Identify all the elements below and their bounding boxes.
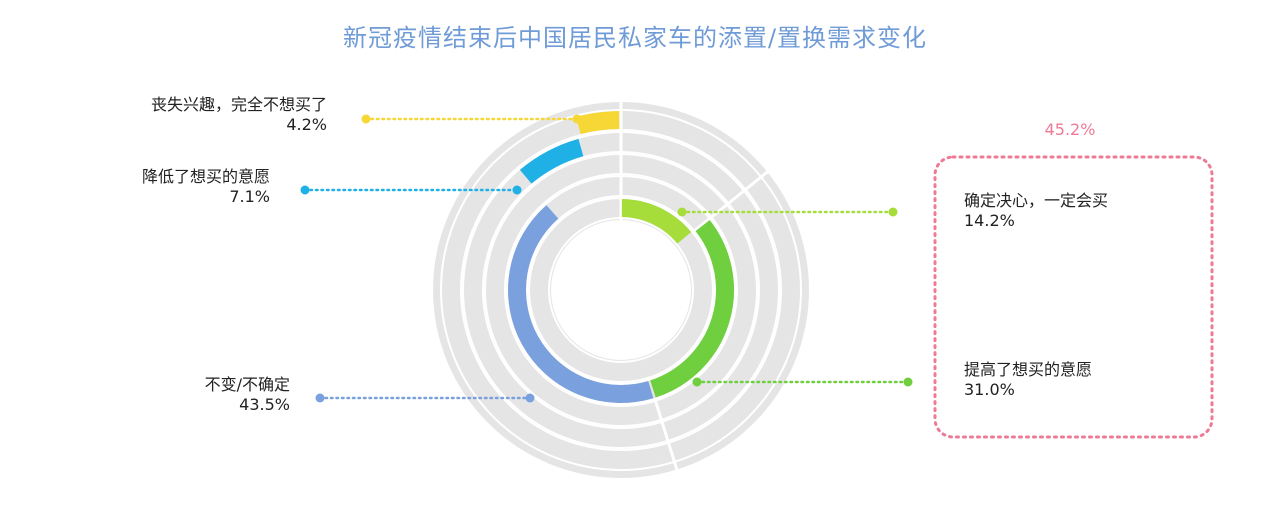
leader-unchanged-end-dot <box>525 393 535 403</box>
label-lower-intent-value: 7.1% <box>229 187 270 206</box>
label-lost-interest-name: 丧失兴趣，完全不想买了 <box>150 95 327 114</box>
label-unchanged: 不变/不确定 43.5% <box>205 375 290 415</box>
bar-lower-intent <box>519 138 584 184</box>
label-higher-intent: 提高了想买的意愿 31.0% <box>964 360 1092 400</box>
leader-lost-interest-end-dot <box>572 114 582 124</box>
label-higher-intent-name: 提高了想买的意愿 <box>964 360 1093 379</box>
label-lower-intent-name: 降低了想买的意愿 <box>141 167 270 186</box>
leader-determined-end-dot <box>888 207 898 217</box>
chart-center-hole <box>551 220 691 360</box>
group-total-label: 45.2% <box>1044 120 1096 139</box>
label-lower-intent: 降低了想买的意愿 7.1% <box>142 167 270 207</box>
leader-unchanged-start-dot <box>315 393 325 403</box>
radial-bars <box>508 111 734 403</box>
label-determined: 确定决心，一定会买 14.2% <box>964 191 1108 231</box>
segment-separator-1 <box>693 170 769 233</box>
label-lost-interest-value: 4.2% <box>286 115 327 134</box>
ring-separators <box>619 102 769 470</box>
bar-higher-intent <box>650 220 734 398</box>
leader-lower-intent-start-dot <box>300 185 310 195</box>
group-box <box>933 155 1214 439</box>
label-determined-name: 确定决心，一定会买 <box>964 191 1109 210</box>
chart-title: 新冠疫情结束后中国居民私家车的添置/置换需求变化 <box>342 24 928 52</box>
leader-higher-intent-start-dot <box>692 377 702 387</box>
label-lost-interest: 丧失兴趣，完全不想买了 4.2% <box>151 95 327 135</box>
label-higher-intent-value: 31.0% <box>964 380 1015 399</box>
leader-higher-intent-end-dot <box>903 377 913 387</box>
leader-lower-intent-end-dot <box>512 185 522 195</box>
bar-determined <box>621 199 692 244</box>
leader-lines <box>300 114 913 403</box>
label-unchanged-value: 43.5% <box>239 395 290 414</box>
label-unchanged-name: 不变/不确定 <box>204 375 290 394</box>
leader-lost-interest-start-dot <box>361 114 371 124</box>
bar-unchanged <box>508 205 654 403</box>
leader-determined-start-dot <box>677 207 687 217</box>
bar-lost-interest <box>576 111 620 135</box>
label-determined-value: 14.2% <box>964 211 1015 230</box>
segment-separator-2 <box>654 400 679 470</box>
